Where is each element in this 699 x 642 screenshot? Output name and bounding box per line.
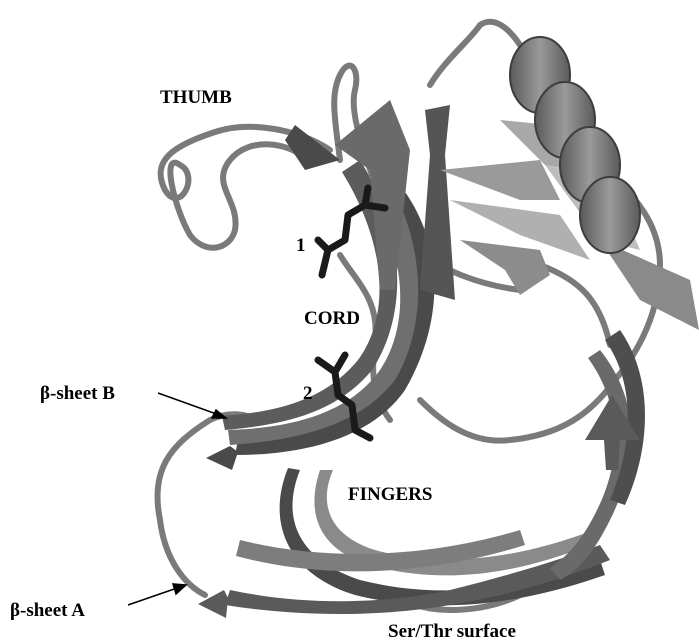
beta-sheet-c-shape — [198, 160, 645, 618]
beta-sheet-b-arrow — [158, 393, 222, 416]
residue-1-label: 1 — [296, 236, 306, 255]
cord-label: CORD — [304, 309, 360, 328]
residue-2-label: 2 — [303, 384, 313, 403]
surface-label: Ser/Thr surface — [388, 622, 516, 641]
beta-sheet-b-label: β-sheet B — [40, 384, 115, 403]
thumb-label: THUMB — [160, 88, 232, 107]
beta-sheet-a-label: β-sheet A — [10, 601, 85, 620]
beta-sheet-a-arrow — [128, 587, 180, 605]
fingers-label: FINGERS — [348, 485, 432, 504]
